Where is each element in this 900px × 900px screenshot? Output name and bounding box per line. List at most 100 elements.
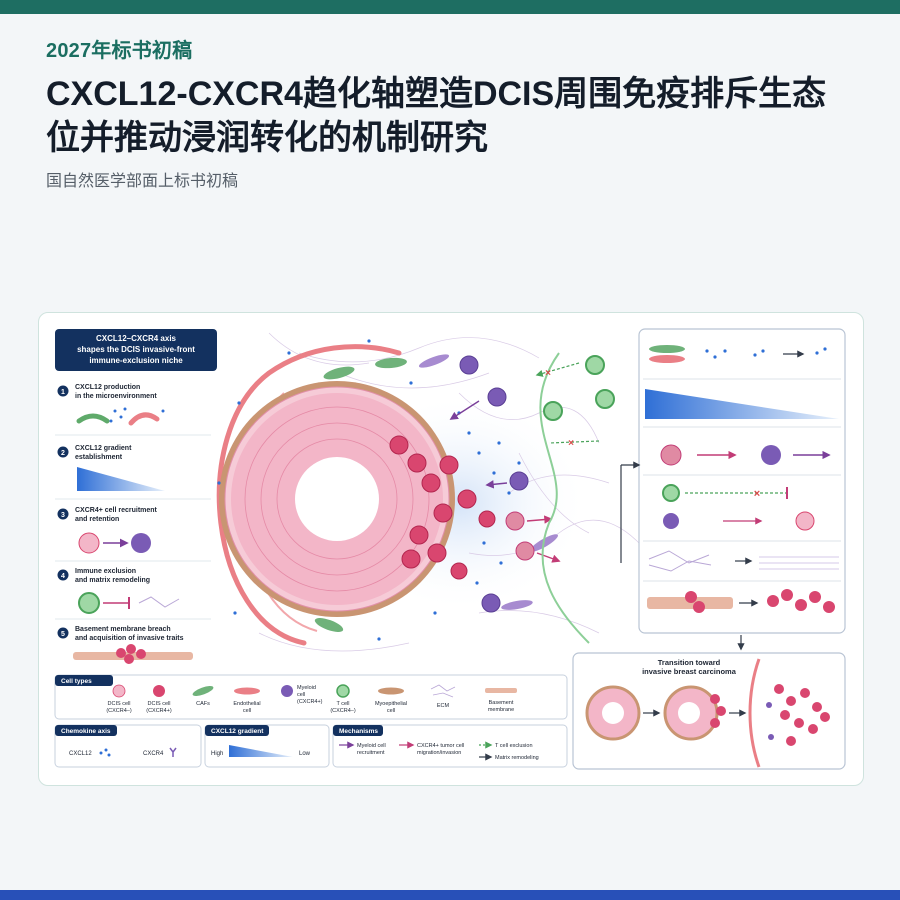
- step-4-subtitle: and matrix remodeling: [75, 577, 150, 584]
- legend-item-myoepithelial: Myoepithelial cell: [375, 687, 407, 714]
- panel-row-invasion: [647, 589, 835, 613]
- legend-item-caf: CAFs: [192, 686, 214, 707]
- legend-item-endothelial: Endothelial cell: [233, 687, 261, 714]
- myeloid-cells: [459, 355, 529, 613]
- step-3-number: 3: [61, 512, 65, 519]
- step-5-title: Basement membrane breach: [75, 626, 171, 633]
- mechanism-migration-label: CXCR4+ tumor cell: [417, 743, 464, 749]
- figure-heading-line-2: shapes the DCIS invasive-front: [77, 345, 195, 354]
- svg-text:cell: cell: [387, 708, 395, 714]
- legend-item-ecm: ECM: [430, 684, 456, 709]
- page-subtitle: 国自然医学部面上标书初稿: [46, 173, 239, 190]
- gradient-title: CXCL12 gradient: [211, 728, 264, 735]
- gradient-low-label: Low: [299, 751, 311, 757]
- migrating-dcis-cells: [505, 511, 535, 561]
- transition-stage-3: [748, 658, 830, 768]
- svg-text:Myeloid: Myeloid: [297, 685, 316, 691]
- step-3: 3 CXCR4+ cell recruitment and retention: [57, 507, 158, 554]
- legend-item-myeloid: Myeloid cell (CXCR4+): [281, 685, 323, 705]
- step-4-badge: [57, 569, 69, 581]
- eyebrow-label: 2027年标书初稿: [46, 40, 193, 62]
- receptor-icon: [169, 747, 177, 757]
- svg-text:CAFs: CAFs: [196, 701, 210, 707]
- exclusion-x-icon: ×: [545, 368, 551, 379]
- transition-title-line-2: invasive breast carcinoma: [642, 667, 737, 676]
- legend-item-basement-membrane: Basement membrane: [485, 688, 517, 713]
- legend-item-tcell: T cell (CXCR4–): [330, 684, 356, 714]
- top-accent-bar: [0, 0, 900, 14]
- mechanism-figure: CXCL12–CXCR4 axis shapes the DCIS invasi…: [38, 312, 864, 786]
- page-title: CXCL12-CXCR4趋化轴塑造DCIS周围免疫排斥生态 位并推动浸润转化的机…: [46, 72, 876, 160]
- legend-item-dcis: DCIS cell (CXCR4–): [106, 684, 132, 714]
- mechanism-matrix-label: Matrix remodeling: [495, 755, 539, 761]
- step-2-number: 2: [61, 450, 65, 457]
- step-2-title: CXCL12 gradient: [75, 445, 132, 452]
- step-4: 4 Immune exclusion and matrix remodeling: [57, 568, 180, 614]
- step-2: 2 CXCL12 gradient establishment: [57, 445, 165, 491]
- title-line-1: CXCL12-CXCR4趋化轴塑造DCIS周围免疫排斥生态: [46, 75, 827, 113]
- svg-text:T cell: T cell: [336, 701, 349, 707]
- step-2-badge: [57, 446, 69, 458]
- svg-text:Basement: Basement: [489, 700, 514, 706]
- cell-types-title: Cell types: [61, 678, 92, 685]
- myeloid-cell-icon: [131, 533, 151, 553]
- invasive-cxcr4-cells: [389, 435, 496, 580]
- panel-row-matrix: [648, 550, 839, 572]
- caf-icon: [76, 413, 110, 424]
- step-1-subtitle: in the microenvironment: [75, 393, 157, 400]
- svg-text:Myoepithelial: Myoepithelial: [375, 701, 407, 707]
- step-5: 5 Basement membrane breach and acquisiti…: [57, 626, 193, 664]
- figure-heading-line-1: CXCL12–CXCR4 axis: [96, 334, 177, 343]
- mechanism-exclusion-label: T cell exclusion: [495, 743, 533, 749]
- legend-item-dcis-positive: DCIS cell (CXCR4+): [146, 685, 172, 714]
- svg-text:DCIS cell: DCIS cell: [148, 701, 171, 707]
- panel-gradient-wedge: [645, 389, 839, 419]
- transition-stage-2: [663, 685, 726, 741]
- step-4-title: Immune exclusion: [75, 568, 136, 575]
- cell-types-legend: [54, 674, 568, 720]
- step-1: 1 CXCL12 production in the microenvironm…: [57, 384, 165, 426]
- step-3-title: CXCR4+ cell recruitment: [75, 507, 158, 514]
- chemokine-cxcr4-label: CXCR4: [143, 751, 164, 757]
- svg-text:cell: cell: [297, 692, 305, 698]
- step-5-subtitle: and acquisition of invasive traits: [75, 635, 184, 642]
- figure-heading-box: [55, 329, 217, 371]
- t-cell-icon: [78, 592, 100, 614]
- endothelial-vessel: [216, 344, 402, 646]
- mechanism-myeloid-label: Myeloid cell: [357, 743, 386, 749]
- mechanisms-title: Mechanisms: [339, 728, 378, 735]
- gradient-wedge-icon: [77, 467, 165, 491]
- chemokine-title: Chemokine axis: [61, 728, 111, 735]
- dcis-cell-icon: [78, 532, 100, 554]
- title-line-2: 位并推动浸润转化的机制研究: [46, 119, 488, 157]
- svg-text:ECM: ECM: [437, 703, 450, 709]
- svg-text:(CXCR4–): (CXCR4–): [330, 708, 356, 714]
- step-1-number: 1: [61, 389, 65, 396]
- transition-title-line-1: Transition toward: [658, 658, 721, 667]
- chemokine-cxcl12-label: CXCL12: [69, 751, 92, 757]
- gradient-ramp: [229, 745, 293, 757]
- step-5-badge: [57, 627, 69, 639]
- step-5-number: 5: [61, 631, 65, 638]
- step-3-subtitle: and retention: [75, 516, 119, 523]
- gradient-high-label: High: [211, 751, 223, 757]
- mechanism-panel: [638, 328, 846, 634]
- step-4-number: 4: [61, 573, 65, 580]
- svg-text:×: ×: [754, 488, 760, 500]
- svg-text:DCIS cell: DCIS cell: [108, 701, 131, 707]
- svg-text:(CXCR4+): (CXCR4+): [297, 699, 323, 705]
- svg-text:migration/invasion: migration/invasion: [417, 750, 461, 756]
- excluded-t-cells: [543, 355, 615, 421]
- svg-text:(CXCR4+): (CXCR4+): [146, 708, 172, 714]
- transition-stage-1: [585, 685, 641, 741]
- bottom-accent-bar: [0, 890, 900, 900]
- panel-row-exclusion: ×: [662, 484, 815, 531]
- step-3-badge: [57, 508, 69, 520]
- step-2-subtitle: establishment: [75, 454, 123, 461]
- figure-canvas: CXCL12–CXCR4 axis shapes the DCIS invasi…: [54, 328, 846, 770]
- endothelial-icon: [128, 412, 160, 426]
- step-1-badge: [57, 385, 69, 397]
- mechanisms-legend: [332, 724, 568, 768]
- figure-heading-line-3: immune-exclusion niche: [89, 356, 183, 365]
- t-cell-boundary: [539, 352, 590, 644]
